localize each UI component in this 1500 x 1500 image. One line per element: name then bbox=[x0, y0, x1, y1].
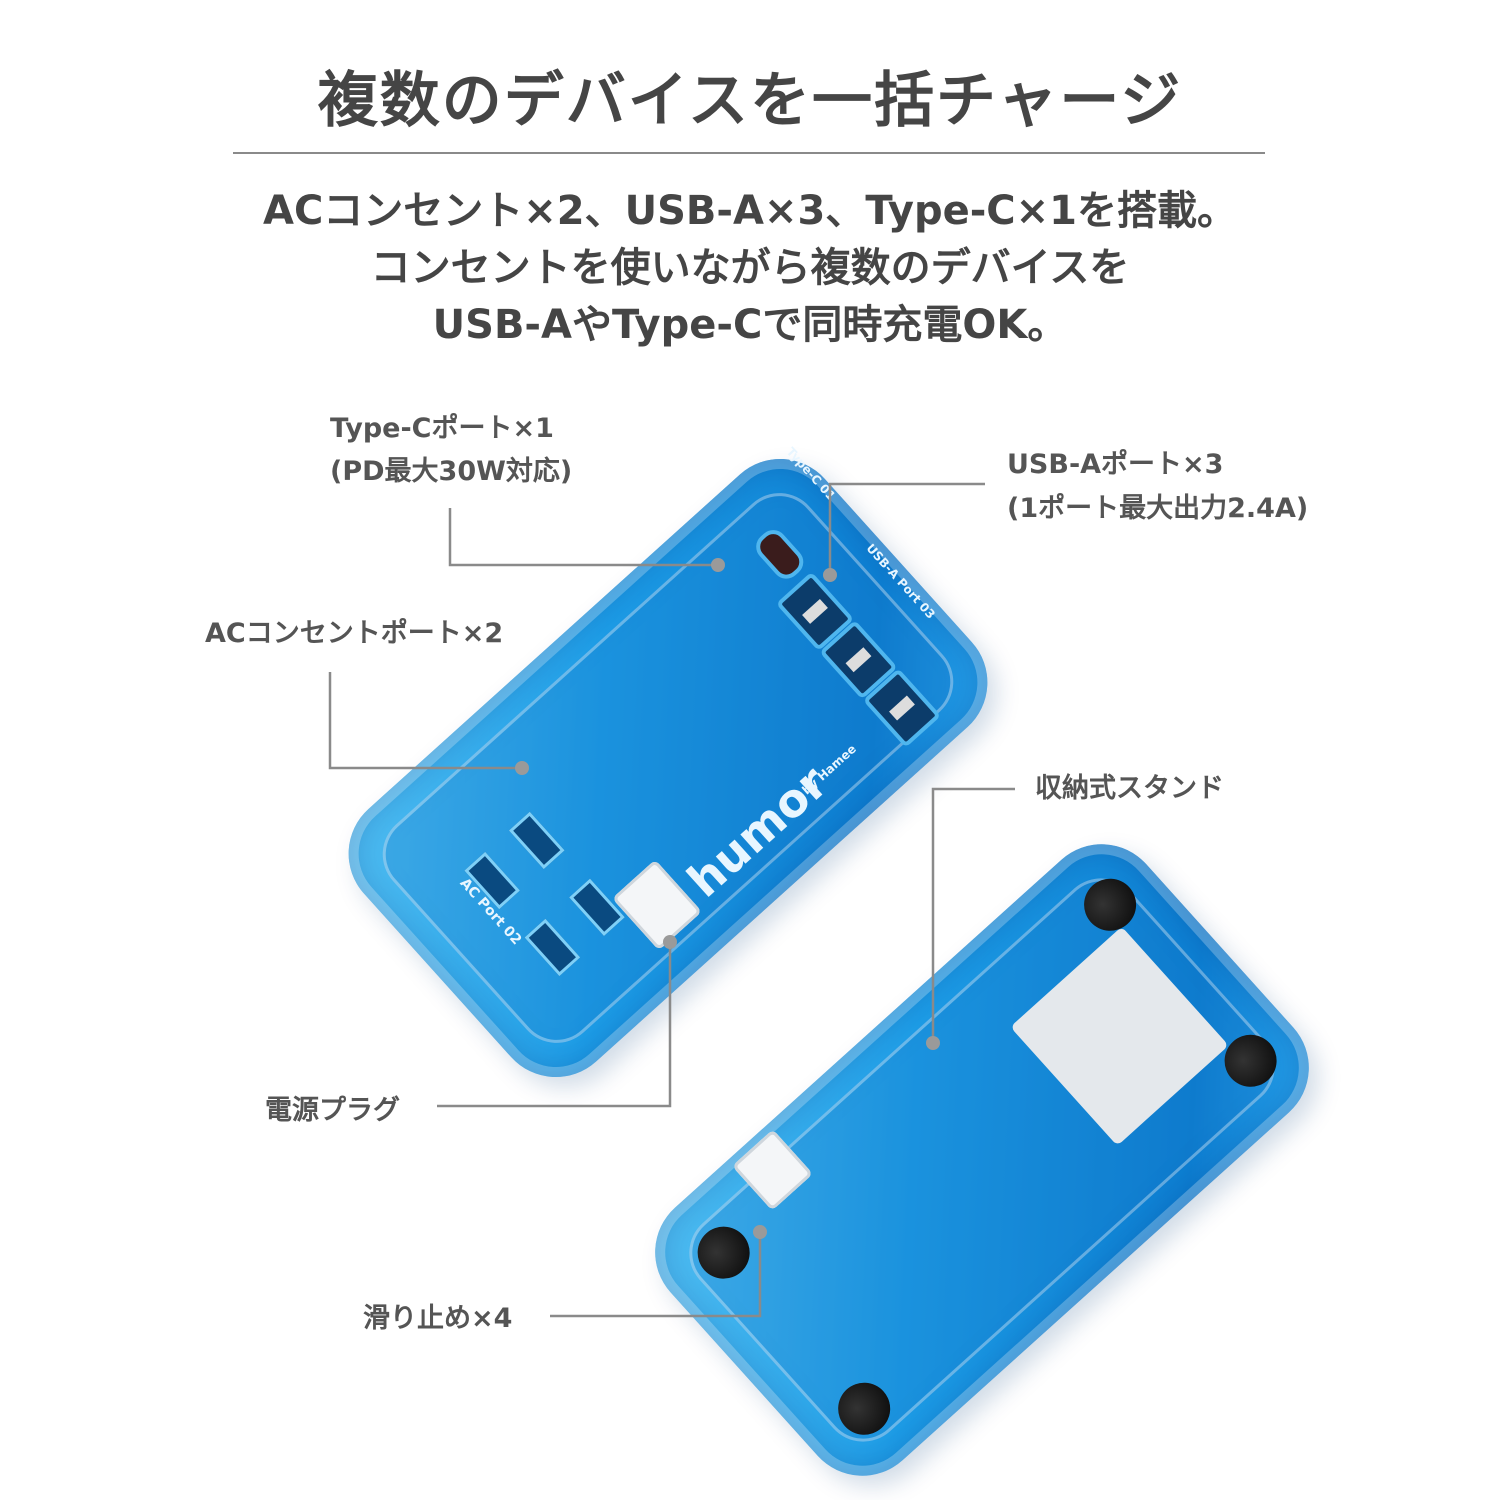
callout-feet: 滑り止め×4 bbox=[363, 1303, 513, 1334]
callout-plug: 電源プラグ bbox=[265, 1095, 400, 1126]
subtitle-line-1: ACコンセント×2、USB-A×3、Type-C×1を搭載。 bbox=[262, 188, 1238, 234]
subtitle-line-3: USB-AやType-Cで同時充電OK。 bbox=[432, 302, 1068, 348]
callout-dot bbox=[926, 1036, 940, 1050]
callout-dot bbox=[711, 558, 725, 572]
callout-stand: 収納式スタンド bbox=[1035, 773, 1224, 804]
callout-line-usb-a bbox=[828, 482, 985, 575]
callout-line-plug bbox=[437, 942, 672, 1108]
callout-type-c-title: Type-Cポート×1 bbox=[330, 413, 554, 444]
callout-line-ac bbox=[328, 672, 522, 770]
callout-dot bbox=[823, 568, 837, 582]
subtitle-line-2: コンセントを使いながら複数のデバイスを bbox=[370, 245, 1130, 291]
callout-usb-a-detail: (1ポート最大出力2.4A) bbox=[1007, 493, 1309, 524]
callout-usb-a-title: USB-Aポート×3 bbox=[1007, 449, 1224, 480]
page-title: 複数のデバイスを一括チャージ bbox=[317, 66, 1183, 136]
callout-line-type-c bbox=[448, 508, 718, 567]
callout-dot bbox=[515, 761, 529, 775]
title-divider bbox=[233, 152, 1265, 154]
callout-line-stand bbox=[931, 787, 1015, 1043]
callout-ac: ACコンセントポート×2 bbox=[205, 618, 504, 649]
callout-dot bbox=[753, 1225, 767, 1239]
callout-type-c-detail: (PD最大30W対応) bbox=[330, 456, 573, 487]
callout-dot bbox=[663, 935, 677, 949]
callout-line-feet bbox=[550, 1232, 762, 1318]
